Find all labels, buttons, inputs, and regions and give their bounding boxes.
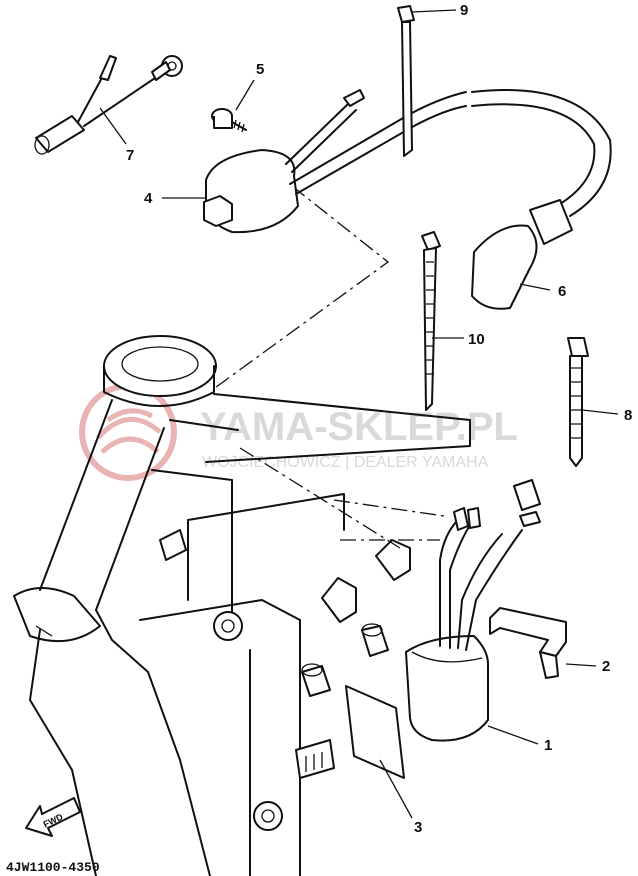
watermark-tagline: WOJCIECHOWICZ | DEALER YAMAHA bbox=[202, 454, 489, 471]
part-4-ignition-coil bbox=[203, 89, 365, 234]
callout-9: 9 bbox=[460, 2, 468, 19]
watermark-logo bbox=[79, 383, 177, 481]
callout-6: 6 bbox=[558, 283, 566, 300]
watermark-brand: YAMA-SKLEP.PL bbox=[200, 405, 518, 449]
callout-2: 2 bbox=[602, 658, 610, 675]
callout-4: 4 bbox=[144, 190, 153, 207]
fwd-arrow-icon: FWD bbox=[25, 797, 81, 837]
callout-3: 3 bbox=[414, 819, 422, 836]
assembly-leaders bbox=[211, 185, 445, 549]
part-1-cdi-unit bbox=[405, 479, 541, 742]
part-10-cable-tie bbox=[421, 231, 441, 411]
callout-leaders bbox=[99, 9, 619, 819]
part-5-bolt bbox=[211, 108, 247, 133]
callout-5: 5 bbox=[256, 61, 264, 78]
part-3-damper-sheet bbox=[345, 685, 405, 779]
callout-7: 7 bbox=[126, 147, 134, 164]
part-8-cable-tie bbox=[567, 337, 589, 467]
drawing-code: 4JW1100-4350 bbox=[6, 860, 100, 875]
callout-8: 8 bbox=[624, 407, 632, 424]
part-6-plug-cap bbox=[289, 89, 612, 310]
frame-outline bbox=[13, 335, 471, 876]
callout-10: 10 bbox=[468, 331, 485, 348]
part-7-lead-wire bbox=[34, 55, 183, 155]
callout-1: 1 bbox=[544, 737, 552, 754]
part-9-cable-tie bbox=[397, 5, 415, 157]
part-2-bracket bbox=[489, 607, 567, 679]
